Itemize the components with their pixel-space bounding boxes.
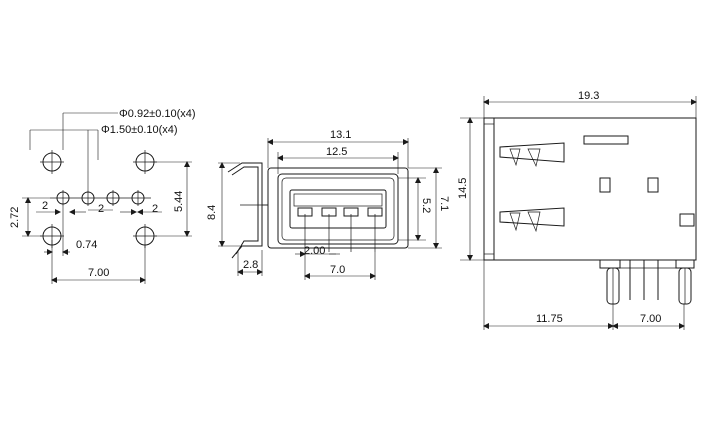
front-view: 13.1 12.5 5.2 7.1 2.00 7.0 — [262, 129, 450, 280]
height-dim-left: 2.72 — [9, 207, 21, 228]
side-lead-dim: 2.8 — [243, 259, 258, 271]
contact-pitch-dim: 2.00 — [304, 245, 325, 257]
height-dim-right: 5.44 — [173, 191, 185, 212]
pitch-dim-b: 2 — [98, 203, 104, 215]
side-view: 8.4 2.8 — [206, 162, 268, 276]
front-inner-height-dim: 5.2 — [420, 198, 432, 213]
side-height-dim: 8.4 — [206, 205, 218, 220]
large-hole-note: Φ1.50±0.10(x4) — [101, 124, 178, 136]
top-length-dim: 19.3 — [578, 90, 599, 102]
width-dim: 7.00 — [88, 267, 109, 279]
contact-span-dim: 7.0 — [330, 264, 345, 276]
top-height-dim: 14.5 — [457, 178, 469, 199]
pitch-dim-a: 2 — [42, 200, 48, 212]
small-hole-note: Φ0.92±0.10(x4) — [119, 108, 196, 120]
footprint-view: Φ0.92±0.10(x4) Φ1.50±0.10(x4) 2 2 2 2.72… — [9, 108, 196, 284]
top-view: 19.3 14.5 11.75 7.00 — [457, 90, 697, 330]
lead-distance-dim: 11.75 — [536, 313, 563, 325]
large-hole-bottom-right — [133, 224, 157, 248]
lead-span-dim: 7.00 — [640, 313, 661, 325]
large-hole-top-left — [40, 150, 64, 174]
front-outer-width-dim: 13.1 — [330, 129, 351, 141]
front-outer-height-dim: 7.1 — [438, 196, 450, 211]
offset-dim: 0.74 — [76, 239, 97, 251]
front-inner-width-dim: 12.5 — [326, 146, 347, 158]
pitch-dim-c: 2 — [152, 203, 158, 215]
